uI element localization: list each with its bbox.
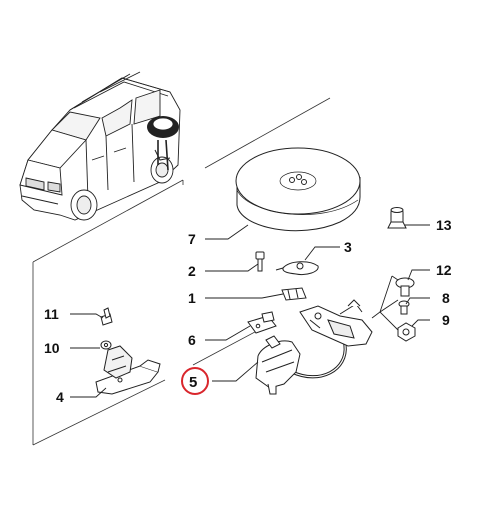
callout-7: 7 [188, 231, 196, 247]
part-12-cap [395, 277, 415, 297]
part-13-bracket [387, 207, 407, 229]
spare-tire [235, 147, 361, 232]
part-4-support [95, 345, 161, 395]
callout-4: 4 [56, 389, 64, 405]
van-illustration [19, 71, 181, 221]
part-3-plate [275, 261, 319, 275]
highlight-ring [181, 367, 209, 395]
leader-lines [70, 224, 430, 398]
highlighted-callout-5[interactable]: 5 [181, 367, 209, 395]
callout-10: 10 [44, 340, 60, 356]
callout-1: 1 [188, 290, 196, 306]
callout-11: 11 [44, 306, 59, 322]
part-11-screw [100, 307, 113, 326]
callout-8: 8 [442, 290, 450, 306]
part-1-clip [281, 287, 307, 301]
part-5-winch-assembly [255, 299, 373, 395]
callout-13: 13 [436, 217, 452, 233]
frame-lines [32, 97, 331, 446]
part-8-screw [398, 300, 410, 315]
part-6-bracket [247, 311, 277, 334]
callout-9: 9 [442, 312, 450, 328]
callout-3: 3 [344, 239, 352, 255]
callout-6: 6 [188, 332, 196, 348]
part-9-nut [397, 322, 416, 342]
callout-labels: 7 2 3 1 6 4 10 11 13 12 8 9 [44, 217, 452, 405]
callout-2: 2 [188, 263, 196, 279]
part-2-bolt [255, 251, 265, 272]
part-10-nut [100, 340, 112, 350]
van-spare-tire-location [147, 116, 179, 171]
callout-12: 12 [436, 262, 452, 278]
callout-5: 5 [189, 374, 197, 391]
